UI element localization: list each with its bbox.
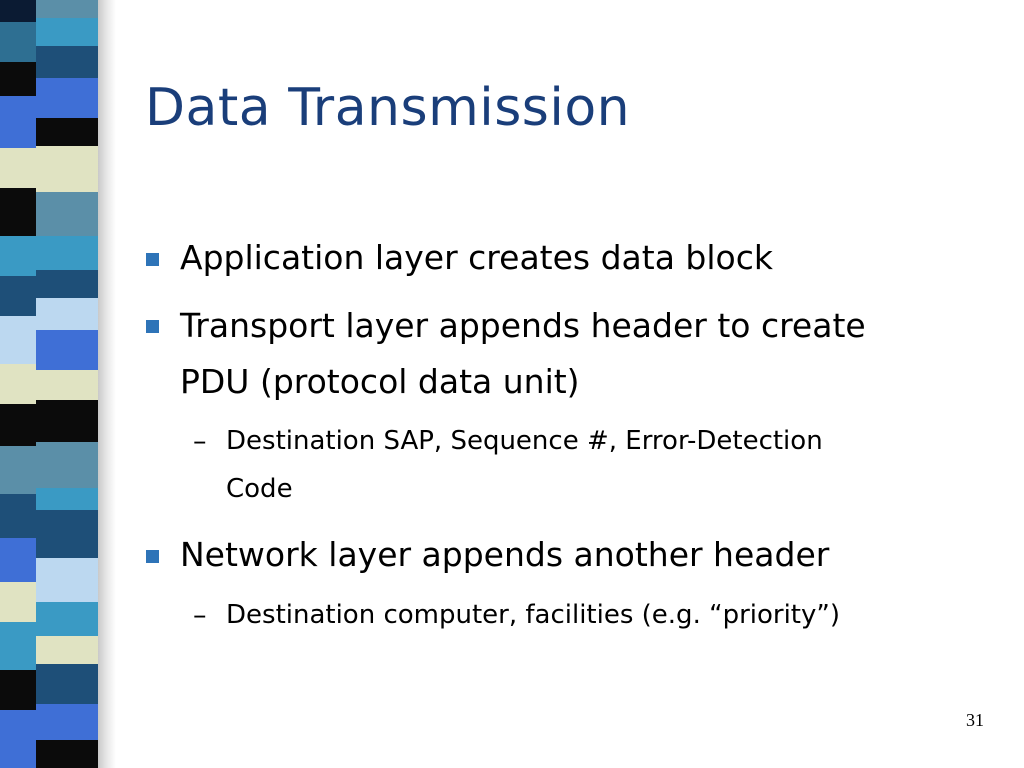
side-stripe xyxy=(0,710,36,768)
side-stripe xyxy=(0,316,36,364)
side-stripe xyxy=(36,704,98,740)
side-stripe xyxy=(0,96,36,148)
side-stripe xyxy=(0,62,36,96)
side-stripe xyxy=(0,276,36,316)
side-stripe xyxy=(36,740,98,768)
side-stripe xyxy=(36,46,98,78)
sub-bullet-dash: – xyxy=(193,600,207,631)
side-stripe xyxy=(36,18,98,46)
side-stripe xyxy=(0,364,36,404)
side-stripe xyxy=(0,404,36,446)
side-stripe xyxy=(0,22,36,62)
decorative-side-bar xyxy=(0,0,98,768)
sub-bullet-2-1-line-2: Code xyxy=(226,474,293,504)
side-stripe xyxy=(36,270,98,298)
bullet-2-text-line-1: Transport layer appends header to create xyxy=(180,306,866,345)
side-stripe xyxy=(36,488,98,510)
side-stripe xyxy=(36,146,98,192)
side-stripe xyxy=(36,236,98,270)
side-stripe xyxy=(36,298,98,330)
side-stripe xyxy=(36,602,98,636)
blue-square-bullet-icon xyxy=(146,320,159,333)
blue-square-bullet-icon xyxy=(146,253,159,266)
bullet-2-text-line-2: PDU (protocol data unit) xyxy=(180,362,580,401)
side-stripe xyxy=(0,446,36,494)
side-stripe xyxy=(0,148,36,188)
side-stripe xyxy=(36,400,98,442)
side-stripe xyxy=(36,330,98,370)
side-stripe xyxy=(36,636,98,664)
side-stripe xyxy=(36,558,98,602)
side-stripe xyxy=(0,622,36,670)
side-stripe xyxy=(36,370,98,400)
side-stripe xyxy=(0,494,36,538)
side-stripe xyxy=(36,78,98,118)
page-number: 31 xyxy=(966,710,984,730)
sub-bullet-2-1-line-1: Destination SAP, Sequence #, Error-Detec… xyxy=(226,426,823,456)
side-stripe xyxy=(0,538,36,582)
slide-title: Data Transmission xyxy=(145,78,631,138)
side-stripe xyxy=(36,0,98,18)
side-stripe xyxy=(0,188,36,236)
side-stripe xyxy=(36,118,98,146)
side-stripe xyxy=(0,0,36,22)
side-bar-shadow xyxy=(98,0,116,768)
sub-bullet-dash: – xyxy=(193,426,207,457)
bullet-3-text: Network layer appends another header xyxy=(180,535,830,574)
side-stripe xyxy=(0,670,36,710)
side-stripe xyxy=(36,192,98,236)
side-stripe xyxy=(0,236,36,276)
bullet-1-text: Application layer creates data block xyxy=(180,238,773,277)
blue-square-bullet-icon xyxy=(146,550,159,563)
side-stripe xyxy=(36,442,98,488)
side-stripe xyxy=(36,510,98,558)
side-stripe xyxy=(0,582,36,622)
sub-bullet-3-1-line-1: Destination computer, facilities (e.g. “… xyxy=(226,600,840,630)
side-stripe xyxy=(36,664,98,704)
